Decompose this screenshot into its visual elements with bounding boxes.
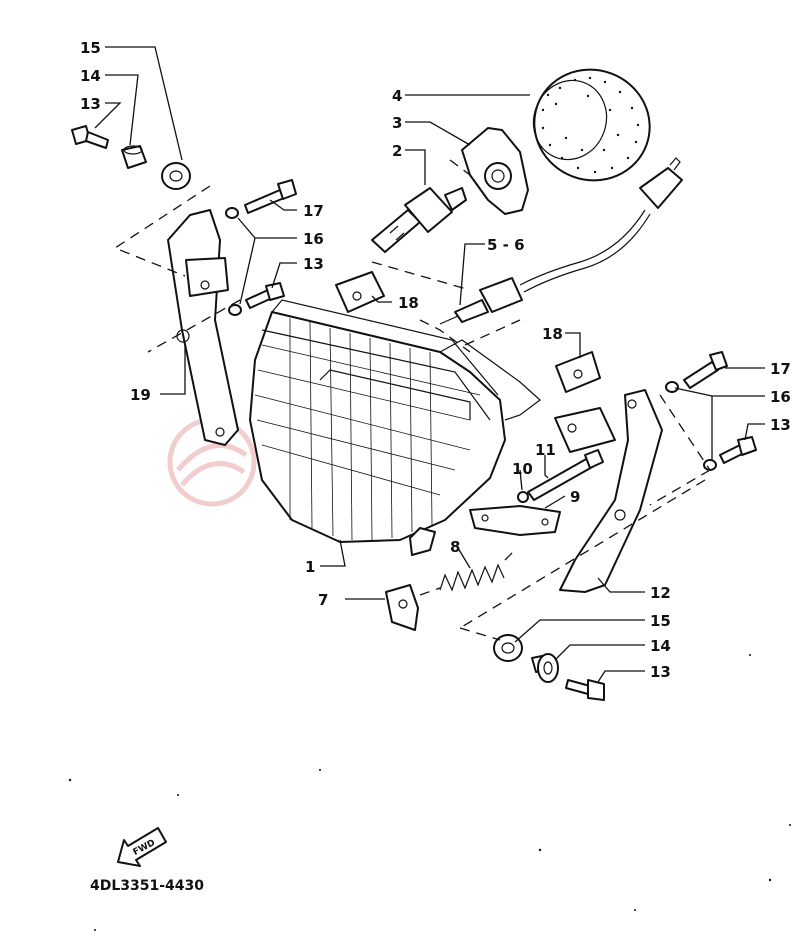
bolt-13-right bbox=[719, 436, 757, 464]
headlight-boot-cover bbox=[532, 68, 651, 182]
fwd-arrow-icon: FWD bbox=[117, 827, 167, 867]
bolt-bottom bbox=[565, 679, 605, 701]
grommet-top-left bbox=[161, 162, 191, 190]
callout-4: 4 bbox=[392, 87, 402, 105]
callout-17-left: 17 bbox=[303, 202, 324, 220]
headlight-unit bbox=[249, 299, 541, 556]
callout-3: 3 bbox=[392, 114, 402, 132]
callout-18-left: 18 bbox=[398, 294, 419, 312]
callout-10: 10 bbox=[512, 460, 533, 478]
washer-16-left-b bbox=[228, 304, 242, 316]
callout-13-right: 13 bbox=[770, 416, 791, 434]
callout-8: 8 bbox=[450, 538, 460, 556]
bolt-17-left bbox=[244, 179, 297, 214]
callout-18-right: 18 bbox=[542, 325, 563, 343]
clip-right bbox=[555, 351, 601, 393]
callout-14-bottom: 14 bbox=[650, 637, 671, 655]
callout-7: 7 bbox=[318, 591, 328, 609]
callout-2: 2 bbox=[392, 142, 402, 160]
callout-13-left: 13 bbox=[303, 255, 324, 273]
callout-19: 19 bbox=[130, 386, 151, 404]
callout-15-bottom: 15 bbox=[650, 612, 671, 630]
callout-14-top: 14 bbox=[80, 67, 101, 85]
scan-specks bbox=[68, 654, 791, 931]
callout-16-left: 16 bbox=[303, 230, 324, 248]
callout-17-right: 17 bbox=[770, 360, 791, 378]
adjust-plate bbox=[469, 505, 561, 536]
bolt-17-right bbox=[683, 351, 728, 389]
callout-9: 9 bbox=[570, 488, 580, 506]
collar-top-left bbox=[121, 145, 147, 169]
callout-5-6: 5 - 6 bbox=[487, 236, 525, 254]
callout-13-bottom: 13 bbox=[650, 663, 671, 681]
right-stay-bracket bbox=[554, 389, 663, 593]
leader-lines bbox=[94, 46, 765, 683]
clip-left bbox=[335, 271, 385, 313]
washer-16-right-b bbox=[703, 459, 717, 471]
callout-15-top: 15 bbox=[80, 39, 101, 57]
adjust-spring bbox=[439, 563, 505, 592]
callout-11: 11 bbox=[535, 441, 556, 459]
connector-and-socket bbox=[439, 157, 683, 325]
part-code: 4DL3351-4430 bbox=[90, 878, 204, 894]
bulb-holder bbox=[461, 127, 529, 215]
callout-labels: 15 14 13 4 3 2 5 - 6 17 16 13 18 19 1 18… bbox=[80, 39, 791, 681]
assembly-lines bbox=[113, 159, 711, 641]
washer-16-right-a bbox=[665, 381, 679, 393]
callout-12: 12 bbox=[650, 584, 671, 602]
square-nut bbox=[385, 584, 419, 631]
headlight-bulb bbox=[371, 187, 467, 253]
callout-13-top: 13 bbox=[80, 95, 101, 113]
bolt-13-left bbox=[245, 282, 285, 309]
collar-bottom bbox=[531, 653, 559, 683]
callout-16-right: 16 bbox=[770, 388, 791, 406]
left-stay-bracket bbox=[167, 209, 239, 446]
washer-16-left-a bbox=[225, 207, 239, 219]
washer-small bbox=[517, 491, 529, 503]
callout-1: 1 bbox=[305, 558, 315, 576]
bolt-top-left bbox=[71, 125, 109, 149]
adjust-bolt bbox=[527, 449, 604, 501]
